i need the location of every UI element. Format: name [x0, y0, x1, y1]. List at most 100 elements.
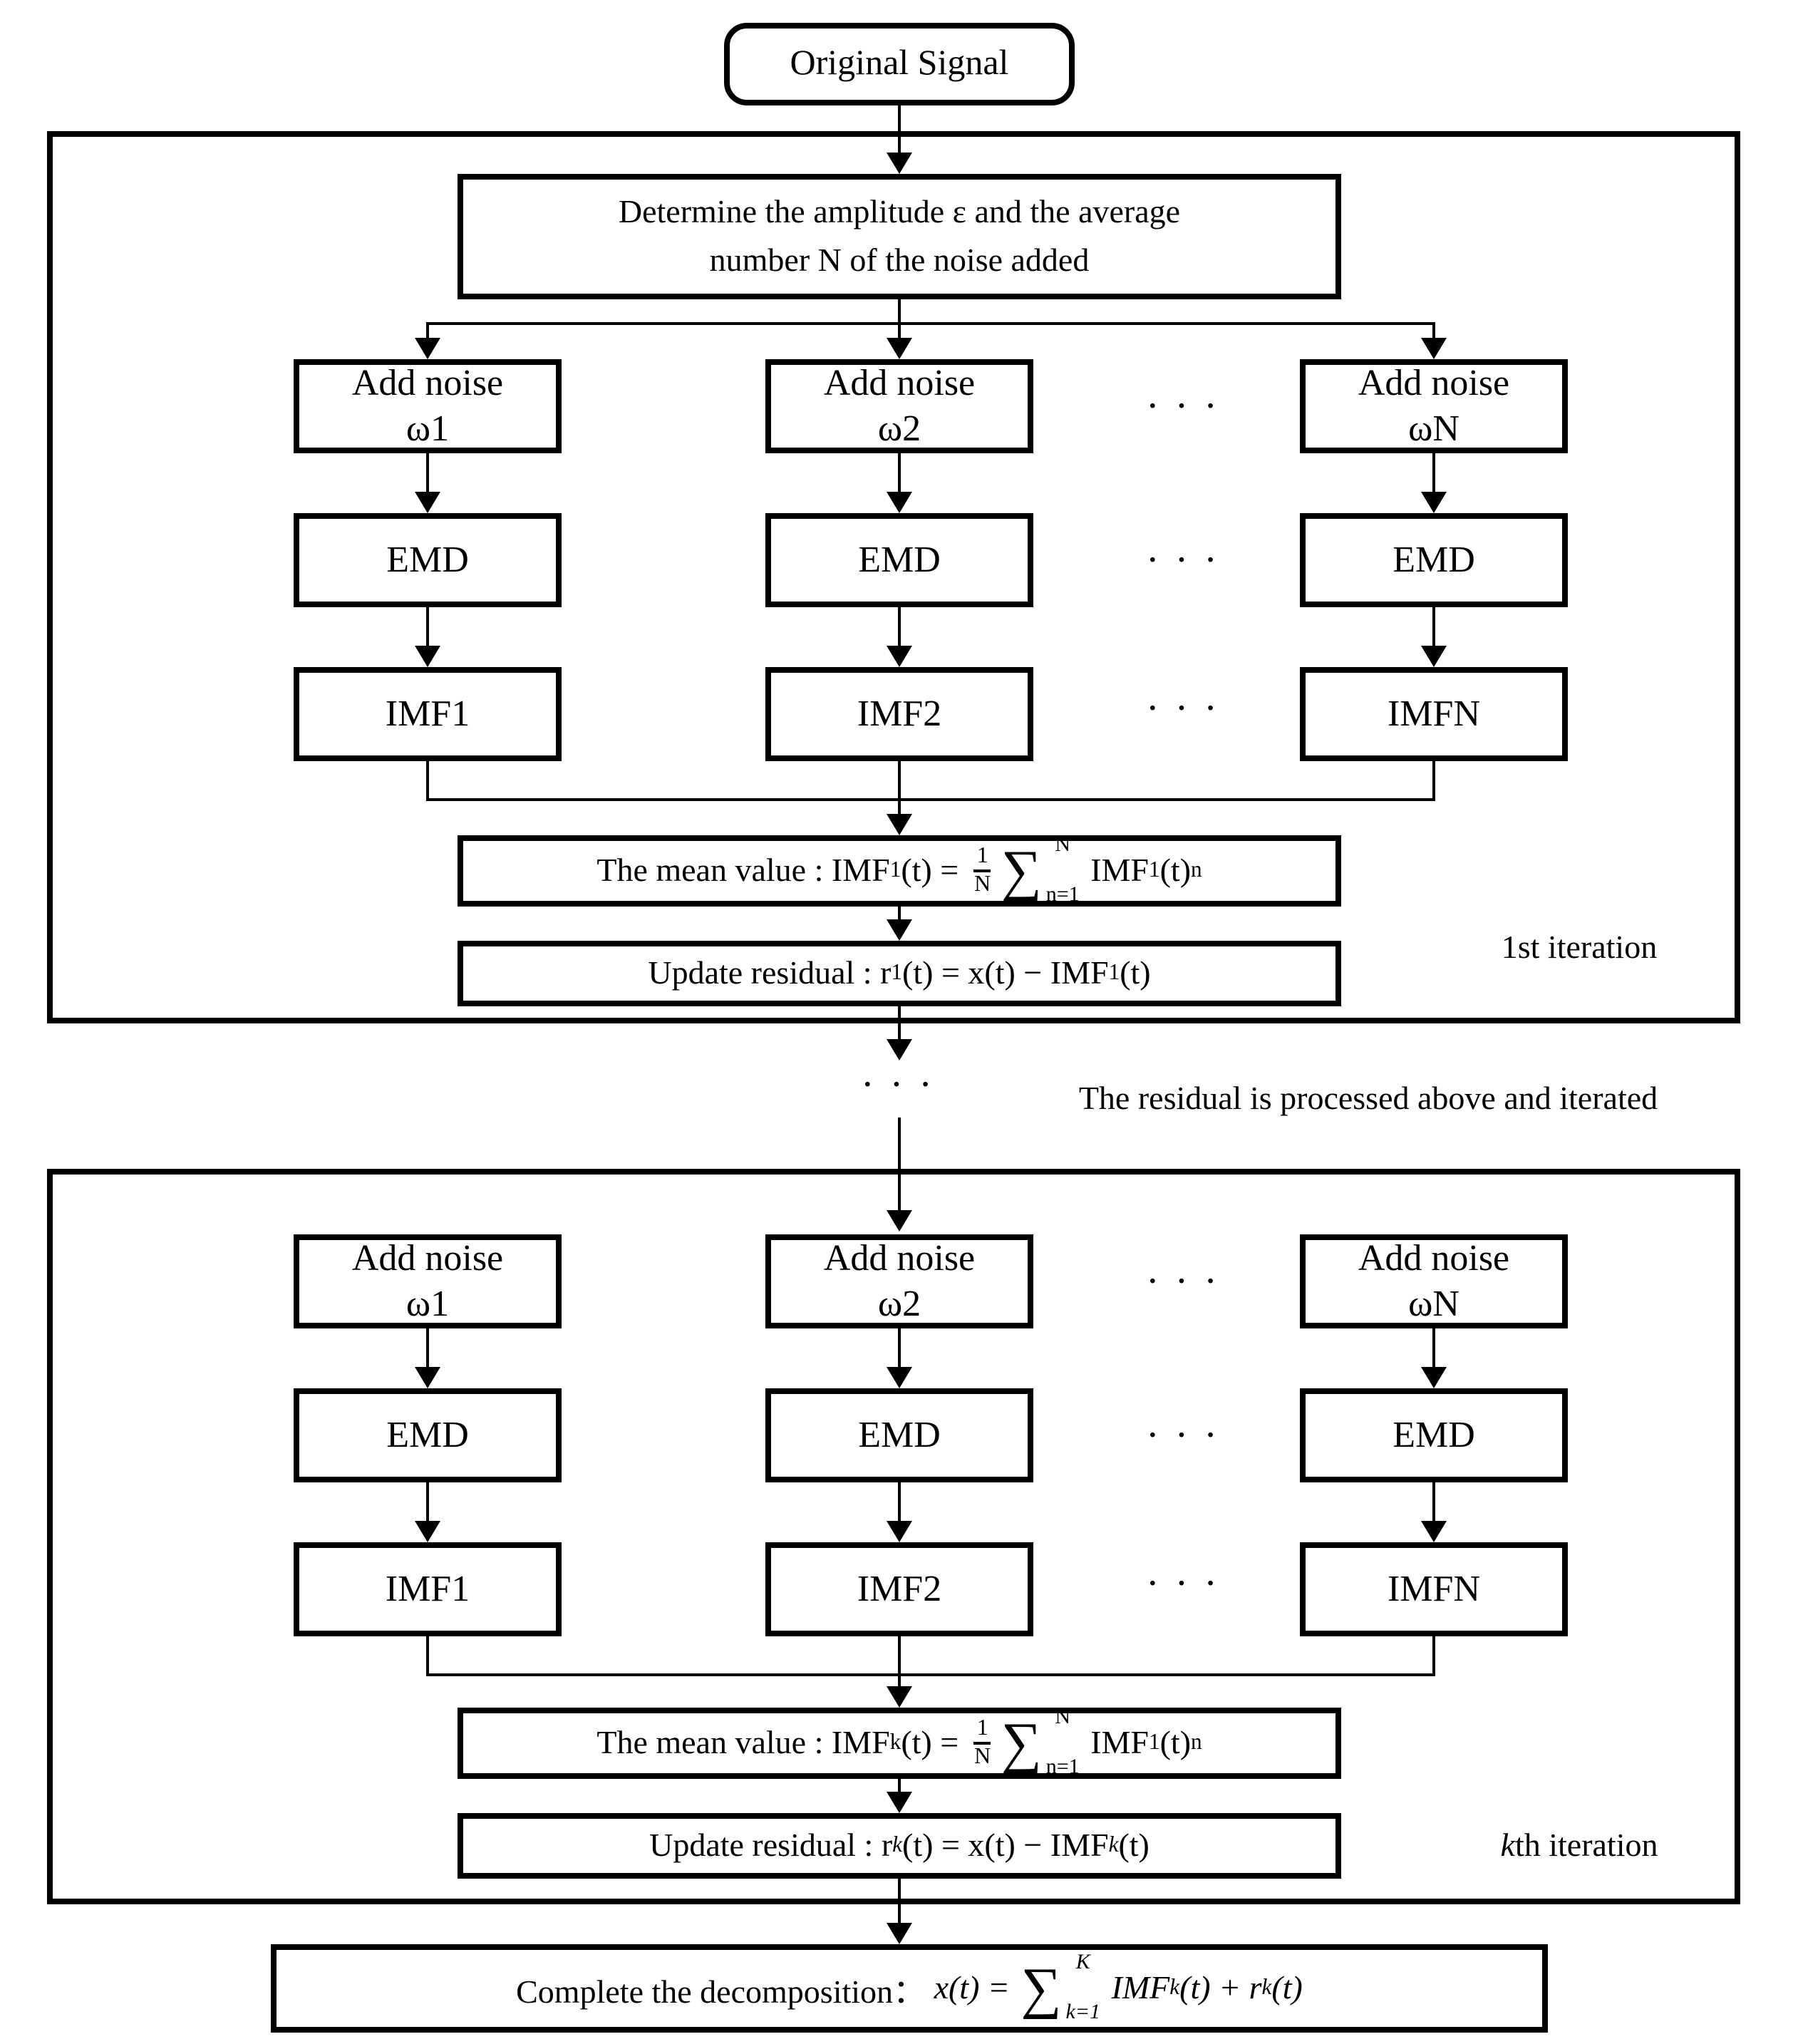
- s2-imf-n-node: IMFN: [1300, 1542, 1568, 1636]
- s1-emd-1-node: EMD: [294, 513, 562, 607]
- arrowhead-icon: [1421, 492, 1447, 513]
- s1-add-noise-1-line1: Add noise: [351, 362, 504, 403]
- arrowhead-icon: [887, 1210, 912, 1232]
- connector-merge-right: [1432, 761, 1435, 801]
- s1-emd-n-label: EMD: [1393, 539, 1475, 580]
- connector: [898, 1779, 901, 1796]
- frac-den: N: [974, 1745, 991, 1769]
- final-x: x(t) =: [934, 1970, 1018, 2006]
- arrowhead-icon: [415, 1521, 440, 1542]
- connector: [898, 453, 901, 496]
- connector-between-bottom: [898, 1118, 901, 1214]
- s1-noise-ellipsis: · · ·: [1146, 385, 1220, 429]
- arrowhead-icon: [887, 1521, 912, 1542]
- s1-imf-1-node: IMF1: [294, 667, 562, 761]
- sigma-icon: ∑: [1001, 838, 1042, 902]
- iteration-1-label-text: 1st iteration: [1501, 929, 1658, 965]
- sum-upper: K: [1075, 1951, 1090, 1974]
- s1-emd-ellipsis: · · ·: [1146, 539, 1220, 583]
- arrowhead-icon: [887, 919, 912, 941]
- arrowhead-icon: [1421, 1367, 1447, 1388]
- s2-mean-lead: The mean value : IMF: [596, 1725, 890, 1760]
- connector-final: [898, 1879, 901, 1927]
- s2-noise-ellipsis: · · ·: [1146, 1260, 1220, 1304]
- iteration-k-frame: [47, 1169, 1740, 1904]
- s2-mean-rhs: IMF: [1082, 1725, 1149, 1760]
- s1-imf-ellipsis: · · ·: [1146, 687, 1220, 731]
- residual-iterated-note: The residual is processed above and iter…: [1078, 1080, 1658, 1116]
- arrowhead-icon: [887, 153, 912, 174]
- connector: [426, 1482, 429, 1525]
- s1-imf-2-node: IMF2: [765, 667, 1033, 761]
- frac-num: 1: [973, 843, 991, 872]
- s1-imf-n-node: IMFN: [1300, 667, 1568, 761]
- arrowhead-icon: [887, 1792, 912, 1813]
- iteration-1-frame: [47, 131, 1740, 1023]
- arrowhead-icon: [1421, 338, 1447, 359]
- connector-merge-mid: [898, 1636, 901, 1691]
- s1-add-noise-1-line2: ω1: [405, 408, 450, 449]
- connector: [898, 1482, 901, 1525]
- original-signal-label: Original Signal: [790, 44, 1009, 83]
- connector: [898, 607, 901, 650]
- s2-imf-1-node: IMF1: [294, 1542, 562, 1636]
- arrowhead-icon: [887, 1923, 912, 1944]
- s1-emd-2-label: EMD: [858, 539, 941, 580]
- arrowhead-icon: [887, 646, 912, 667]
- sum-upper: N: [1055, 1706, 1071, 1729]
- iteration-1-label: 1st iteration: [1437, 929, 1722, 966]
- s1-add-noise-2-line1: Add noise: [823, 362, 976, 403]
- connector: [1432, 1482, 1435, 1525]
- s2-res-lead: Update residual : r: [649, 1827, 893, 1863]
- s1-add-noise-2-line2: ω2: [877, 408, 921, 449]
- arrowhead-icon: [887, 1686, 912, 1708]
- s1-emd-1-label: EMD: [386, 539, 469, 580]
- sigma-icon: ∑: [1021, 1956, 1062, 2020]
- frac-den: N: [974, 872, 991, 897]
- s2-emd-n-label: EMD: [1393, 1414, 1475, 1455]
- s2-imf-2-node: IMF2: [765, 1542, 1033, 1636]
- s2-emd-1-node: EMD: [294, 1388, 562, 1482]
- s2-add-noise-n-node: Add noise ωN: [1300, 1234, 1568, 1328]
- connector: [426, 607, 429, 650]
- arrowhead-icon: [415, 646, 440, 667]
- connector-merge-right: [1432, 1636, 1435, 1676]
- connector-branch-left: [426, 322, 429, 342]
- s2-add-noise-2-node: Add noise ω2: [765, 1234, 1033, 1328]
- s1-imf-n-label: IMFN: [1387, 693, 1480, 734]
- final-imf: IMF: [1103, 1970, 1170, 2006]
- determine-line1: Determine the amplitude ε and the averag…: [618, 194, 1181, 229]
- arrowhead-icon: [887, 1367, 912, 1388]
- connector-determine-drop: [898, 299, 901, 325]
- connector-merge-left: [426, 761, 429, 801]
- connector: [426, 1328, 429, 1371]
- sum-lower: n=1: [1045, 884, 1080, 907]
- s1-res-mid: (t) = x(t) − IMF: [902, 955, 1109, 991]
- s1-emd-2-node: EMD: [765, 513, 1033, 607]
- s2-emd-2-node: EMD: [765, 1388, 1033, 1482]
- s1-mean-lead: The mean value : IMF: [596, 852, 890, 888]
- arrowhead-icon: [1421, 1521, 1447, 1542]
- connector-branch: [428, 322, 1435, 325]
- s1-emd-n-node: EMD: [1300, 513, 1568, 607]
- s2-add-noise-n-line1: Add noise: [1358, 1237, 1510, 1279]
- s1-imf-2-label: IMF2: [857, 693, 942, 734]
- original-signal-node: Original Signal: [724, 23, 1075, 105]
- connector-merge-left: [426, 1636, 429, 1676]
- sum-upper: N: [1055, 834, 1071, 857]
- s2-add-noise-1-line1: Add noise: [351, 1237, 504, 1279]
- connector: [1432, 1328, 1435, 1371]
